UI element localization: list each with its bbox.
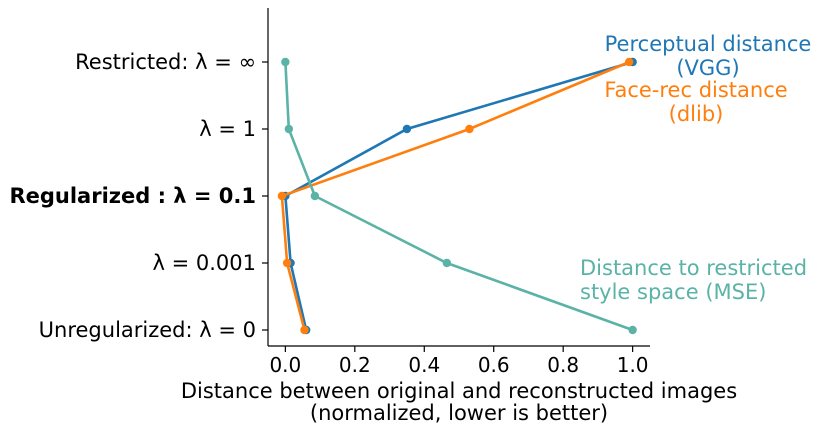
data-point — [281, 57, 290, 67]
data-point — [628, 325, 637, 335]
chart-series-layer — [277, 57, 637, 335]
data-point — [300, 325, 309, 335]
series-line — [280, 60, 630, 331]
series-label: Perceptual distance(VGG) — [605, 32, 812, 80]
y-tick-label: Unregularized: λ = 0 — [39, 318, 256, 342]
series-label: Face-rec distance(dlib) — [604, 78, 787, 126]
x-axis-label: Distance between original and reconstruc… — [181, 379, 737, 403]
y-tick-label: Restricted: λ = ∞ — [75, 50, 256, 74]
y-tick-label: Regularized : λ = 0.1 — [9, 184, 256, 208]
series-label-line: Distance to restricted — [580, 256, 807, 280]
x-axis-label: (normalized, lower is better) — [310, 401, 608, 425]
series-label-line: Face-rec distance — [604, 78, 787, 102]
series-label-line: Perceptual distance — [605, 32, 812, 56]
y-tick-label: λ = 1 — [199, 117, 256, 141]
chart-labels-layer: Perceptual distance(VGG)Face-rec distanc… — [580, 32, 811, 304]
x-tick-label: 0.4 — [408, 353, 440, 377]
data-point — [310, 191, 320, 201]
x-tick-label: 0.8 — [547, 353, 579, 377]
x-tick-label: 0.6 — [478, 353, 510, 377]
series-2 — [277, 57, 634, 335]
data-point — [442, 258, 452, 268]
data-point — [624, 57, 634, 67]
chart-axes: 0.0 0.2 0.4 0.6 0.8 1.0 Unregularized: λ = 0 λ … — [9, 8, 737, 425]
x-tick-label: 0.2 — [339, 353, 371, 377]
series-label-line: (VGG) — [676, 56, 739, 80]
data-point — [282, 258, 292, 268]
data-point — [284, 124, 294, 134]
data-point — [402, 124, 412, 134]
y-tick-label: λ = 0.001 — [153, 251, 257, 275]
data-point — [277, 191, 287, 201]
x-tick-label: 1.0 — [617, 353, 649, 377]
series-3 — [281, 57, 637, 335]
data-point — [465, 124, 474, 134]
series-label-line: (dlib) — [669, 102, 724, 126]
series-label-line: style space (MSE) — [580, 280, 766, 304]
x-tick-label: 0.0 — [269, 353, 301, 377]
